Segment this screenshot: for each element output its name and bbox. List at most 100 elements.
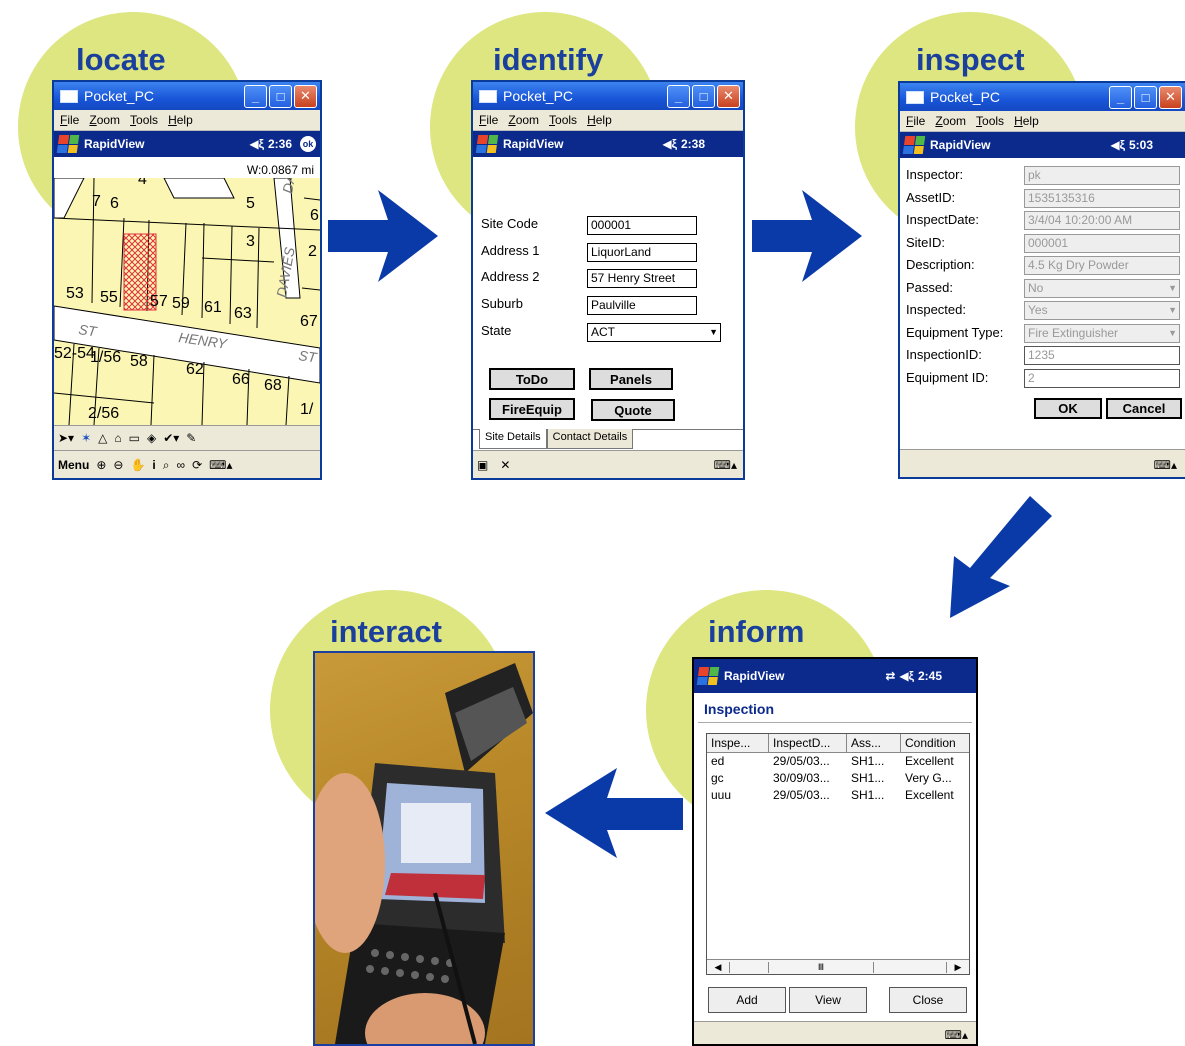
ok-button[interactable]: OK	[1034, 398, 1102, 419]
inspect-field[interactable]: pk	[1024, 166, 1180, 185]
inspect-field[interactable]: 3/4/04 10:20:00 AM	[1024, 211, 1180, 230]
arrow-left-icon	[545, 768, 683, 858]
menu-file[interactable]: File	[60, 113, 80, 127]
close-button[interactable]: ✕	[294, 84, 317, 108]
menu-file[interactable]: File	[479, 113, 499, 127]
delete-icon[interactable]: ✕	[500, 458, 511, 472]
fireequip-button[interactable]: FireEquip	[489, 398, 575, 420]
column-header[interactable]: Condition	[901, 734, 969, 752]
inspect-field-label: SiteID:	[906, 234, 946, 250]
windows-start-icon[interactable]	[56, 135, 80, 153]
view-button[interactable]: View	[789, 987, 867, 1013]
maximize-button[interactable]: □	[269, 84, 292, 108]
minimize-button[interactable]: _	[667, 84, 690, 108]
close-button[interactable]: ✕	[717, 84, 740, 108]
scale-icon[interactable]: ▭	[128, 431, 140, 445]
inspect-field[interactable]: 000001	[1024, 233, 1180, 253]
find-icon[interactable]: ⌕	[162, 457, 170, 472]
inspect-field[interactable]: 4.5 Kg Dry Powder	[1024, 256, 1180, 275]
hand-icon[interactable]: ✋	[130, 458, 146, 472]
keyboard-icon[interactable]: ⌨▴	[944, 1028, 968, 1042]
minimize-button[interactable]: _	[1109, 85, 1132, 109]
inspect-field[interactable]: 1235	[1024, 346, 1180, 365]
state-select[interactable]: ACT ▼	[587, 323, 721, 342]
save-icon[interactable]: ▣	[477, 458, 489, 472]
todo-button[interactable]: ToDo	[489, 368, 575, 390]
site-code-field[interactable]: 000001	[587, 216, 697, 235]
layers-icon[interactable]: ◈	[146, 431, 157, 445]
inspect-select[interactable]: No▼	[1024, 278, 1180, 298]
keyboard-icon[interactable]: ⌨▴	[713, 458, 737, 472]
address2-field[interactable]: 57 Henry Street	[587, 269, 697, 288]
menu-file[interactable]: File	[906, 114, 926, 128]
inspect-field[interactable]: 2	[1024, 368, 1180, 388]
cancel-button[interactable]: Cancel	[1106, 398, 1182, 419]
speaker-icon[interactable]: ◀ξ	[899, 669, 914, 683]
pan-icon[interactable]: ✶	[81, 431, 92, 445]
binoculars-icon[interactable]: ∞	[176, 458, 186, 472]
address1-field[interactable]: LiquorLand	[587, 243, 697, 262]
identify-icon[interactable]: ✔▾	[163, 431, 180, 445]
home-icon[interactable]: ⌂	[114, 431, 122, 445]
scroll-right-icon[interactable]: ▶	[946, 961, 969, 973]
chevron-down-icon: ▼	[709, 327, 718, 337]
sync-icon[interactable]: ⟳	[192, 458, 203, 472]
speaker-icon[interactable]: ◀ξ	[662, 137, 677, 151]
ok-button[interactable]: ok	[300, 136, 316, 152]
zoom-out-icon[interactable]: ⊖	[113, 458, 124, 472]
inspect-field[interactable]: 1535135316	[1024, 188, 1180, 208]
column-header[interactable]: Ass...	[847, 734, 901, 752]
scroll-thumb[interactable]: Ⅲ	[768, 961, 874, 973]
quote-button[interactable]: Quote	[591, 399, 675, 421]
pointer-icon[interactable]: ➤▾	[58, 431, 75, 445]
column-header[interactable]: Inspe...	[707, 734, 769, 752]
draw-icon[interactable]: ✎	[186, 431, 197, 445]
menu-help[interactable]: Help	[168, 113, 193, 127]
menu-help[interactable]: Help	[587, 113, 612, 127]
speaker-icon[interactable]: ◀ξ	[1110, 138, 1125, 152]
tab-contact-details[interactable]: Contact Details	[546, 429, 634, 449]
inspect-field-label: Equipment ID:	[906, 369, 989, 385]
inspection-table[interactable]: Inspe... InspectD... Ass... Condition ed…	[706, 733, 970, 975]
zoom-in-icon[interactable]: ⊕	[96, 458, 107, 472]
windows-start-icon[interactable]	[475, 135, 499, 153]
svg-text:55: 55	[100, 289, 118, 306]
close-button[interactable]: Close	[889, 987, 967, 1013]
keyboard-icon[interactable]: ⌨▴	[1153, 458, 1177, 472]
tab-site-details[interactable]: Site Details	[479, 429, 547, 449]
menu-zoom[interactable]: Zoom	[935, 114, 967, 128]
column-header[interactable]: InspectD...	[769, 734, 847, 752]
maximize-button[interactable]: □	[692, 84, 715, 108]
scroll-left-icon[interactable]: ◀	[707, 961, 730, 973]
inspect-select[interactable]: Yes▼	[1024, 301, 1180, 320]
panels-button[interactable]: Panels	[589, 368, 673, 390]
menu-zoom[interactable]: Zoom	[89, 113, 121, 127]
menu-bar: File Zoom Tools Help	[54, 110, 320, 131]
menu-tools[interactable]: Tools	[130, 113, 159, 127]
menu-tools[interactable]: Tools	[976, 114, 1005, 128]
minimize-button[interactable]: _	[244, 84, 267, 108]
polygon-icon[interactable]: △	[98, 431, 108, 445]
close-button[interactable]: ✕	[1159, 85, 1182, 109]
svg-text:58: 58	[130, 353, 148, 370]
keyboard-icon[interactable]: ⌨▴	[209, 458, 233, 472]
connectivity-icon[interactable]: ⇄	[885, 669, 896, 683]
horizontal-scrollbar[interactable]: ◀ Ⅲ ▶	[707, 959, 969, 974]
maximize-button[interactable]: □	[1134, 85, 1157, 109]
windows-start-icon[interactable]	[696, 667, 720, 685]
windows-start-icon[interactable]	[902, 136, 926, 154]
menu-zoom[interactable]: Zoom	[508, 113, 540, 127]
speaker-icon[interactable]: ◀ξ	[249, 137, 264, 151]
info-icon[interactable]: i	[152, 458, 156, 472]
suburb-field[interactable]: Paulville	[587, 296, 697, 315]
inspect-select[interactable]: Fire Extinguisher▼	[1024, 323, 1180, 343]
inspect-window: Pocket_PC _ □ ✕ File Zoom Tools Help Rap…	[898, 81, 1185, 479]
menu-button[interactable]: Menu	[58, 458, 90, 472]
menu-help[interactable]: Help	[1014, 114, 1039, 128]
add-button[interactable]: Add	[708, 987, 786, 1013]
menu-tools[interactable]: Tools	[549, 113, 578, 127]
